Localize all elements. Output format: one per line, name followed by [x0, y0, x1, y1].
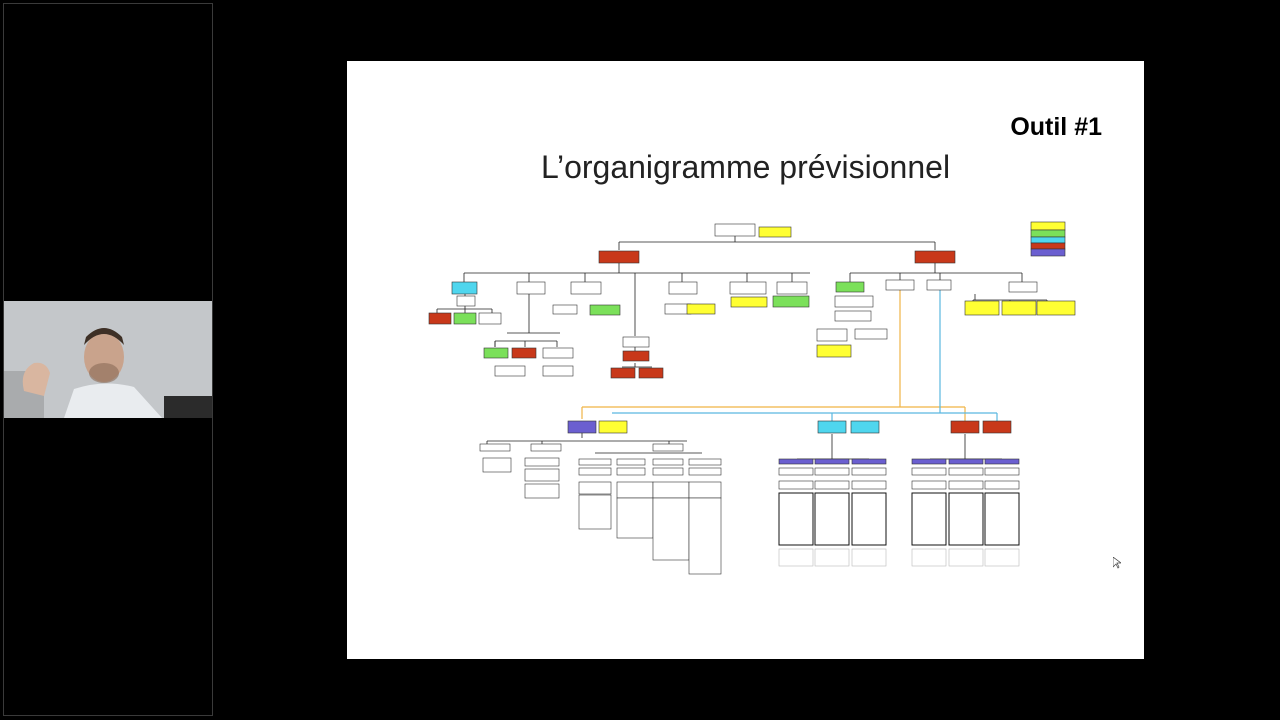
presentation-slide: Outil #1 L’organigramme prévisionnel	[347, 61, 1144, 659]
presenter-silhouette	[4, 301, 212, 418]
org-chart	[347, 61, 1144, 659]
webcam-video	[4, 301, 212, 418]
mouse-cursor-icon	[1113, 557, 1121, 569]
